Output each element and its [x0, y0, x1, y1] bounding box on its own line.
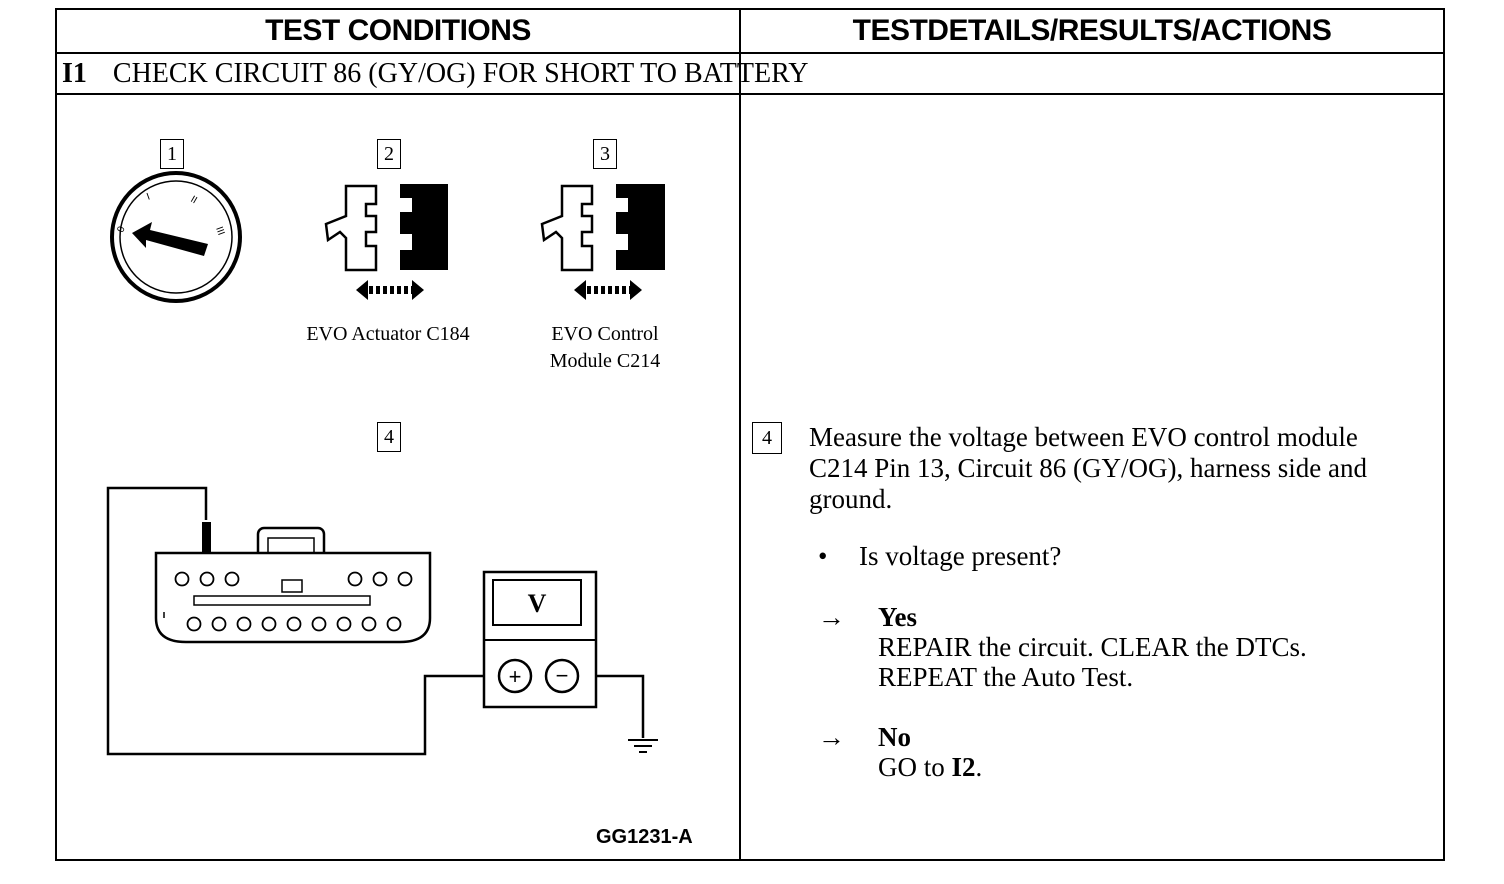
svg-text:−: − — [556, 663, 569, 688]
bullet-icon: • — [818, 541, 828, 571]
instruction-line-1: Measure the voltage between EVO control … — [809, 422, 1358, 452]
answer-yes-line1: REPAIR the circuit. CLEAR the DTCs. — [878, 632, 1307, 662]
step-title-text: CHECK CIRCUIT 86 (GY/OG) FOR SHORT TO BA… — [112, 58, 809, 89]
caption-module: EVO Control Module C214 — [515, 321, 695, 375]
connector-c184-icon — [324, 184, 448, 300]
instruction-line-3: ground. — [809, 484, 893, 514]
arrow-right-icon: → — [818, 602, 845, 632]
header-divider — [55, 52, 1445, 54]
answer-no-line1: GO to I2. — [878, 752, 983, 782]
table-frame — [55, 8, 1445, 861]
svg-text:V: V — [528, 589, 547, 618]
figure-box-1: 1 — [160, 139, 184, 169]
figure-box-2: 2 — [377, 139, 401, 169]
figure-id: GG1231-A — [596, 826, 693, 848]
svg-text:III: III — [213, 225, 226, 237]
header-test-details: TESTDETAILS/RESULTS/ACTIONS — [852, 14, 1332, 47]
arrow-right-icon: → — [818, 722, 845, 752]
connector-c214-icon — [540, 184, 665, 300]
answer-no-label: No — [878, 722, 911, 752]
caption-module-line1: EVO Control — [551, 323, 659, 345]
detail-step-box: 4 — [752, 422, 782, 454]
column-divider-body — [739, 93, 741, 861]
answer-no: → No GO to I2. — [818, 722, 982, 782]
svg-text:II: II — [189, 194, 199, 206]
question: • Is voltage present? — [818, 541, 1061, 572]
step-title-divider — [55, 93, 1445, 95]
harness-connector-icon — [154, 526, 432, 644]
svg-text:+: + — [509, 664, 522, 689]
test-wiring — [106, 486, 645, 756]
question-text: Is voltage present? — [859, 541, 1062, 571]
svg-text:0: 0 — [115, 225, 127, 234]
answer-yes-label: Yes — [878, 602, 917, 632]
figure-box-4: 4 — [377, 422, 401, 452]
instruction-line-2: C214 Pin 13, Circuit 86 (GY/OG), harness… — [809, 453, 1367, 483]
step-title: I1 CHECK CIRCUIT 86 (GY/OG) FOR SHORT TO… — [62, 56, 808, 92]
figure-box-3: 3 — [593, 139, 617, 169]
instruction-text: Measure the voltage between EVO control … — [809, 422, 1439, 515]
caption-actuator: EVO Actuator C184 — [306, 323, 470, 345]
ground-icon — [628, 739, 658, 753]
header-test-conditions: TEST CONDITIONS — [265, 14, 531, 47]
answer-yes: → Yes REPAIR the circuit. CLEAR the DTCs… — [818, 602, 1307, 692]
svg-text:I: I — [145, 192, 151, 203]
voltmeter-icon: V + − — [482, 570, 598, 709]
go-to-ref: I2 — [951, 752, 976, 782]
answer-yes-line2: REPEAT the Auto Test. — [878, 662, 1134, 692]
ignition-switch-icon: 0 I II III — [110, 171, 242, 303]
step-id: I1 — [62, 58, 87, 89]
caption-module-line2: Module C214 — [549, 350, 661, 372]
